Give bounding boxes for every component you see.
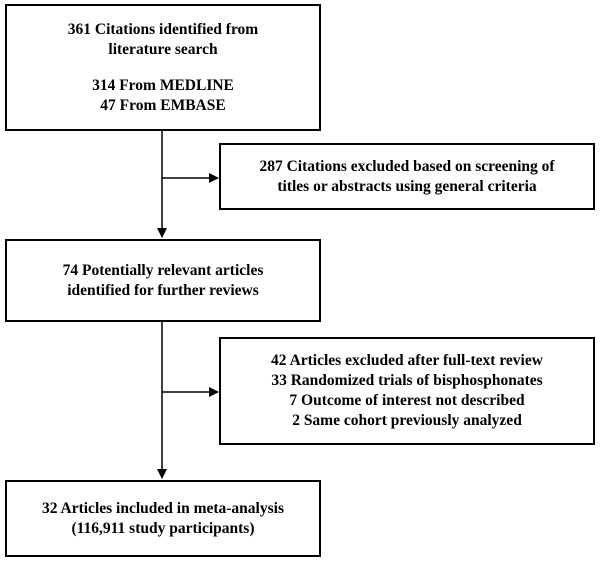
excluded-fulltext-total: 42 Articles excluded after full-text rev…	[271, 352, 543, 369]
excluded-fulltext-reason-2: 7 Outcome of interest not described	[289, 392, 525, 409]
excluded-screening-line-2: titles or abstracts using general criter…	[277, 177, 537, 195]
included-line-2: (116,911 study participants)	[71, 519, 255, 537]
search-medline: 314 From MEDLINE	[92, 76, 234, 94]
included-line-1: 32 Articles included in meta-analysis	[42, 499, 284, 517]
relevant-line-2: identified for further reviews	[67, 281, 259, 299]
search-embase: 47 From EMBASE	[100, 96, 226, 114]
relevant-line-1: 74 Potentially relevant articles	[62, 261, 264, 279]
excluded-fulltext-reason-1: 33 Randomized trials of bisphosphonates	[271, 372, 543, 389]
included-box: 32 Articles included in meta-analysis (1…	[5, 480, 321, 557]
search-box: 361 Citations identified from literature…	[5, 4, 321, 131]
excluded-screening-box: 287 Citations excluded based on screenin…	[219, 143, 595, 210]
excluded-screening-line-1: 287 Citations excluded based on screenin…	[259, 157, 555, 175]
relevant-box: 74 Potentially relevant articles identif…	[5, 239, 321, 322]
search-line-2: literature search	[108, 40, 218, 58]
search-line-1: 361 Citations identified from	[67, 20, 259, 38]
excluded-fulltext-box: 42 Articles excluded after full-text rev…	[219, 337, 595, 445]
excluded-fulltext-reason-3: 2 Same cohort previously analyzed	[292, 412, 522, 429]
